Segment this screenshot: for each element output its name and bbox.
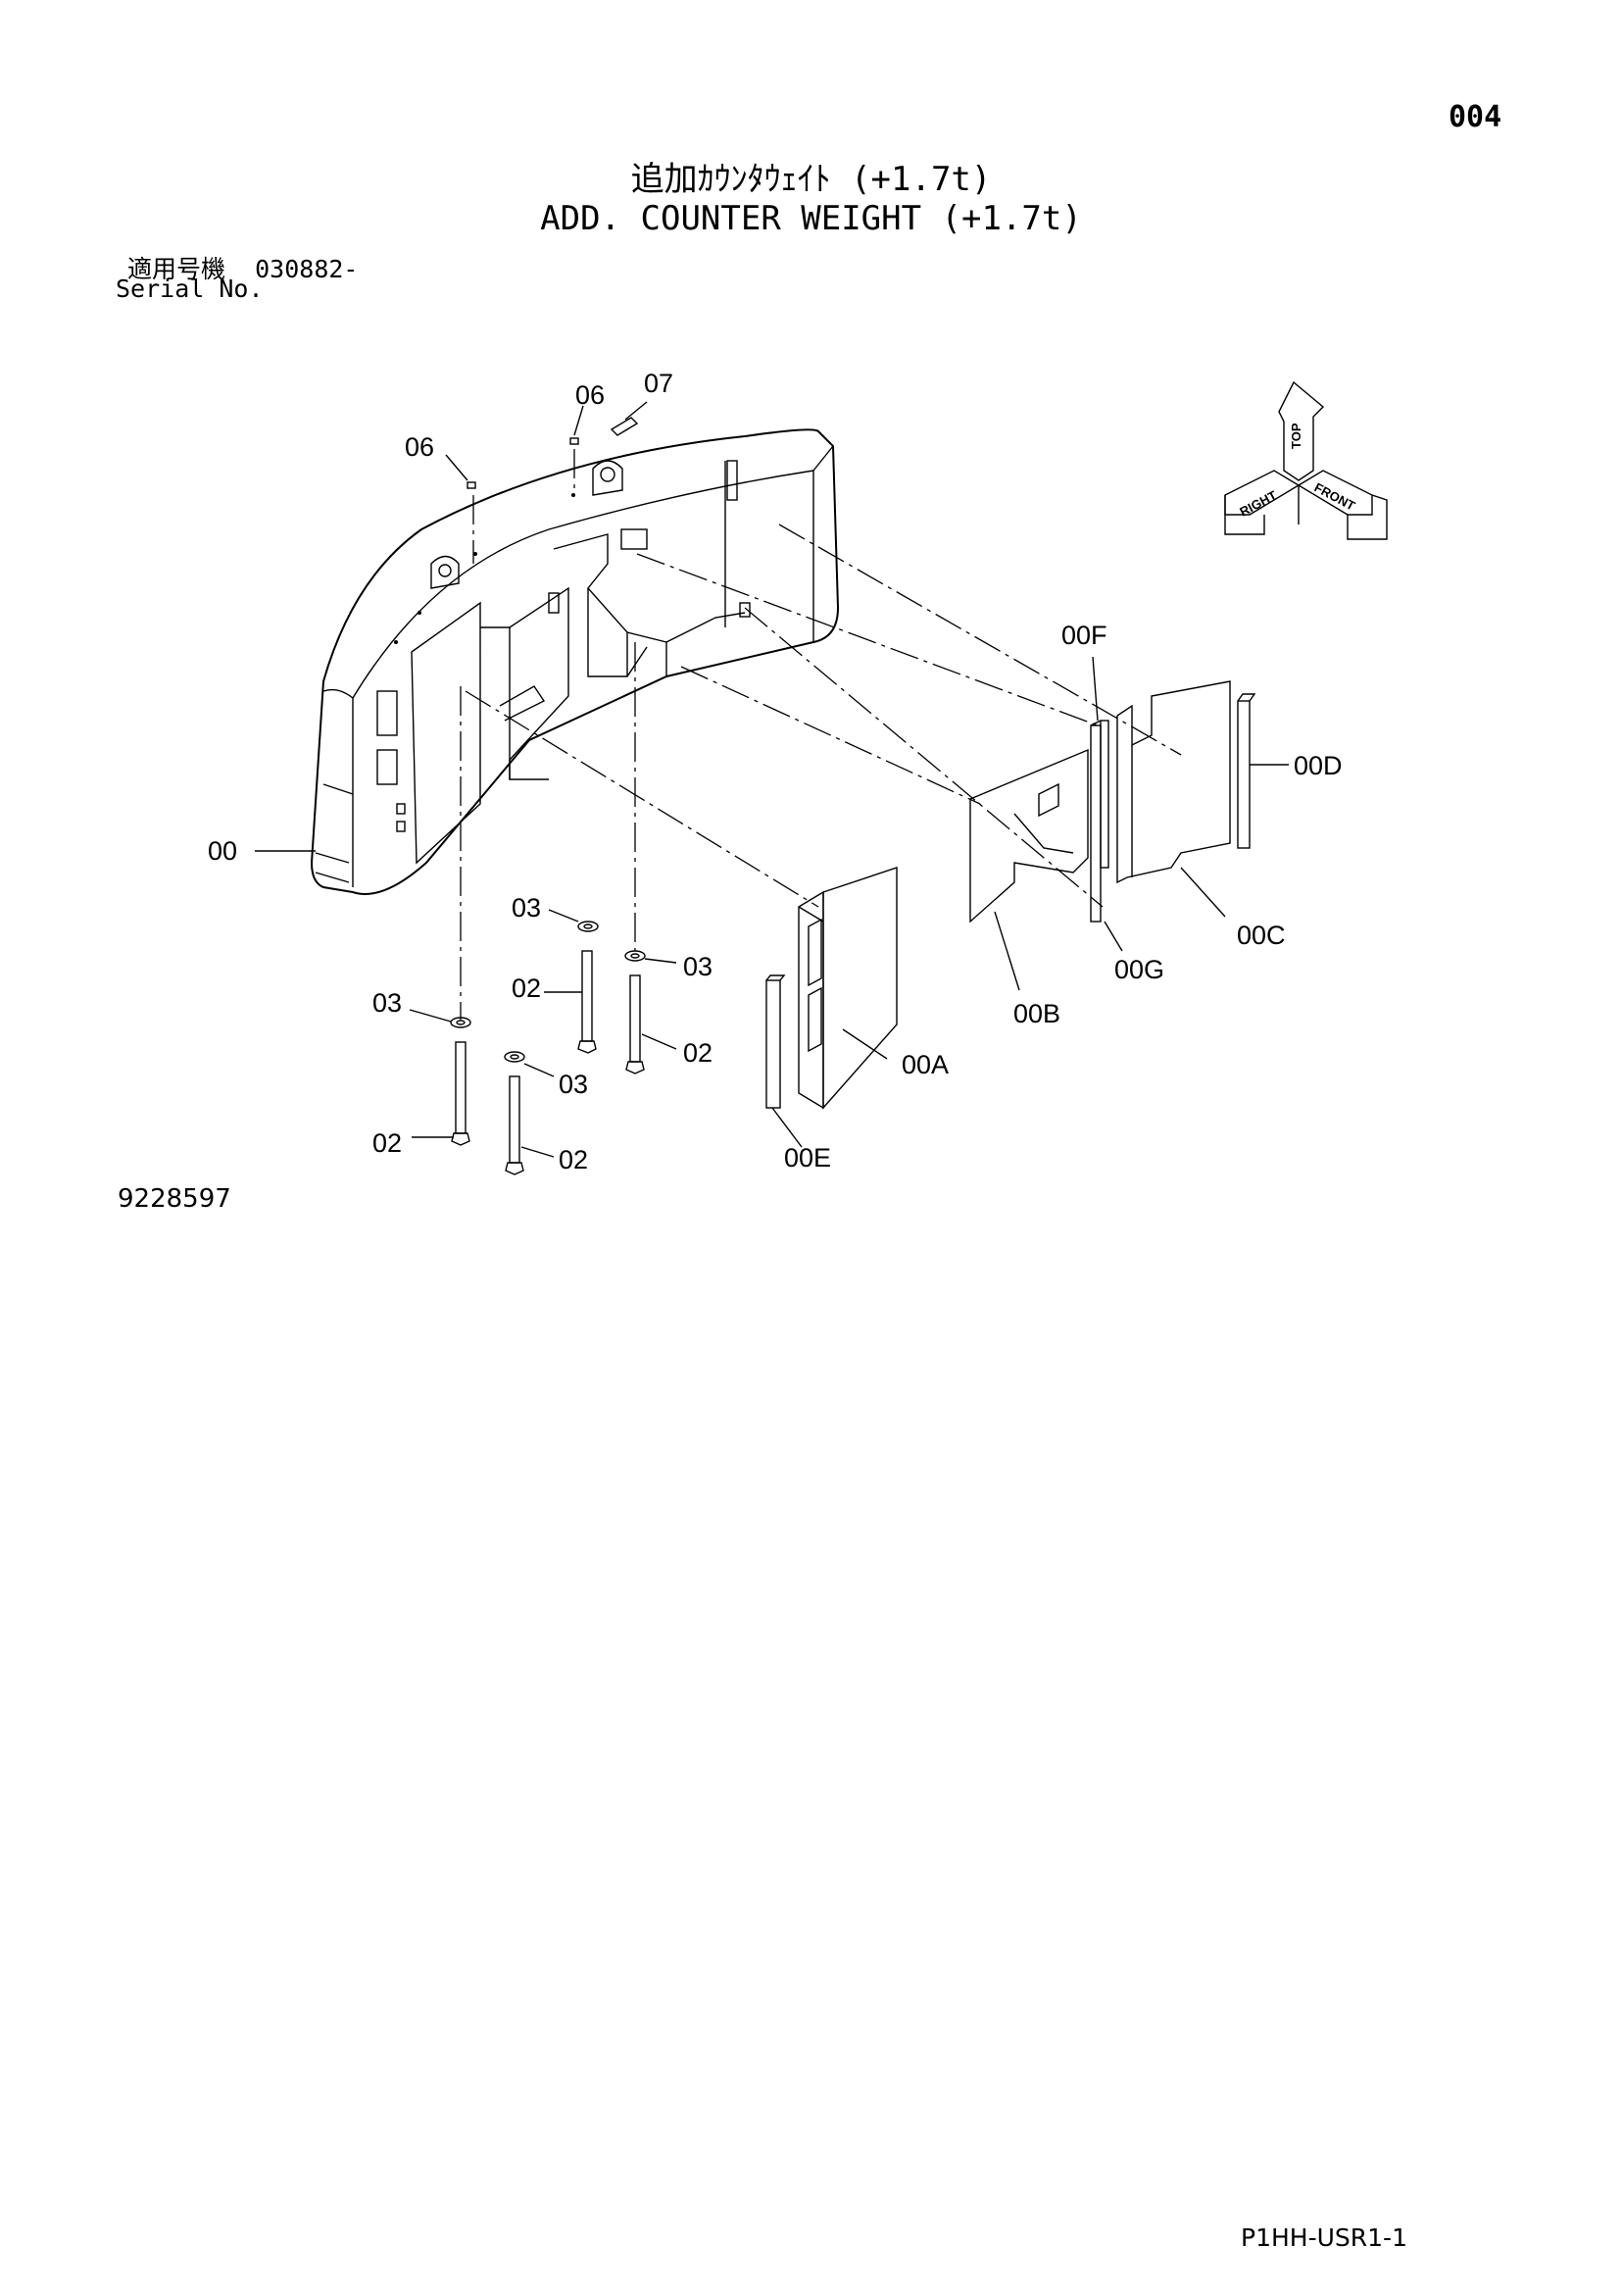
callout-02-a: 02 [512,973,541,1003]
page-number: 004 [1449,100,1502,134]
callout-00G: 00G [1114,955,1164,984]
callout-06-top: 06 [575,380,605,410]
callout-06-left: 06 [405,432,434,462]
callout-07: 07 [644,369,673,398]
serial-label-en: Serial No. [116,275,264,303]
title-japanese: 追加ｶｳﾝﾀｳｪｲﾄ (+1.7t) [630,160,992,199]
callout-00A: 00A [902,1050,949,1079]
bar-00E [765,974,786,1109]
assembly-center-lines [460,449,1182,1020]
callout-00C: 00C [1237,921,1286,950]
sheet-code: P1HH-USR1-1 [1241,2223,1407,2252]
callout-labels: 00 06 06 07 00F 00D 00C 00G 00B 00A 00E … [208,369,1343,1174]
callout-03-c: 03 [372,988,402,1018]
leader-lines [255,401,1289,1158]
callout-02-d: 02 [559,1145,588,1174]
serial-label-jp: 適用号機 [127,255,226,283]
callout-02-c: 02 [372,1128,402,1158]
callout-03-d: 03 [559,1070,588,1099]
counterweight-body [310,428,840,895]
title-english: ADD. COUNTER WEIGHT (+1.7t) [540,199,1082,238]
callout-00: 00 [208,836,237,866]
orientation-label-right: RIGHT [1237,487,1279,519]
callout-03-b: 03 [683,952,713,981]
drawing-number: 9228597 [118,1184,231,1214]
plate-00B [969,748,1089,923]
post-00F-00G [1090,720,1109,923]
callout-00F: 00F [1061,621,1107,650]
orientation-indicator: TOP RIGHT FRONT [1224,380,1388,540]
callout-03-a: 03 [512,893,541,923]
serial-line-japanese: 適用号機 030882- [127,250,358,285]
serial-value: 030882- [255,255,359,283]
plate-00C [1116,680,1231,884]
callout-00B: 00B [1013,999,1060,1028]
small-parts-06-07 [467,417,639,489]
bolt-washer-set [450,921,646,1175]
callout-02-b: 02 [683,1038,713,1068]
orientation-label-top: TOP [1289,423,1303,449]
callout-00D: 00D [1294,751,1343,780]
callout-00E: 00E [784,1143,831,1173]
plate-00A [798,867,898,1110]
bar-00D [1237,693,1256,849]
